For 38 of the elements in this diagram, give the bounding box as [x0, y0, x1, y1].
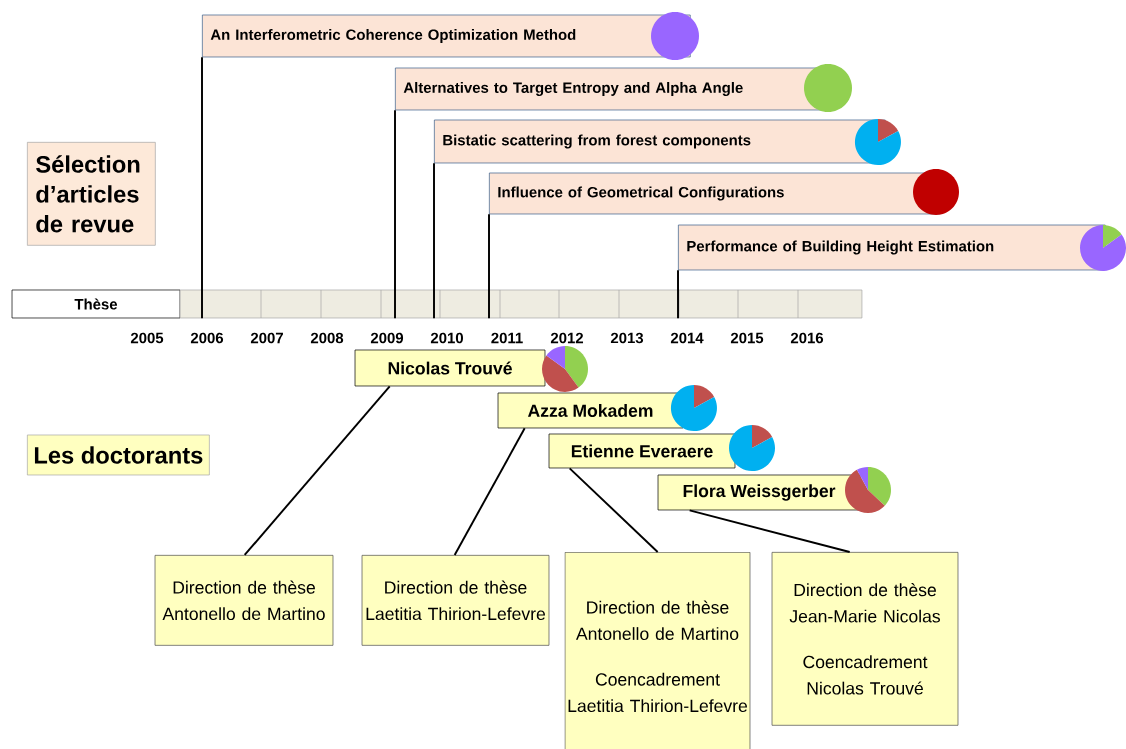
connector-line [688, 509, 851, 553]
connector-line [488, 213, 490, 320]
year-label: 2014 [670, 332, 704, 344]
supervision-box: Direction de thèse Jean-Marie Nicolas Coencadrement Nicolas Trouvé [771, 552, 959, 726]
connector-line [677, 269, 679, 320]
name-box: Flora Weissgerber [657, 474, 861, 511]
name-box: Azza Mokadem [497, 392, 684, 429]
year-label: 2012 [550, 332, 583, 344]
year-label: 2013 [610, 332, 644, 344]
article-box: An Interferometric Coherence Optimization Method [202, 14, 691, 58]
year-label: 2006 [190, 332, 224, 344]
year-label: 2009 [370, 332, 404, 344]
supervision-box: Direction de thèse Laetitia Thirion-Lefevre [361, 555, 550, 646]
timeline-bar [179, 289, 863, 319]
supervision-box: Direction de thèse Antonello de Martino [154, 555, 334, 646]
article-box: Bistatic scattering from forest components [434, 119, 886, 164]
section-heading-box: Les doctorants [27, 434, 210, 476]
year-label: 2015 [730, 332, 764, 344]
connector-line [243, 385, 391, 556]
year-label: 2008 [310, 332, 344, 344]
year-label: 2005 [130, 332, 164, 344]
supervision-box: Direction de thèse Antonello de Martino Coencadrement Laetitia Thirion-Lefevre [564, 552, 751, 749]
connector-line [453, 427, 526, 556]
section-heading-box: Sélection d’articles de revue [27, 142, 156, 246]
connector-line [433, 162, 435, 320]
connector-line [201, 56, 203, 320]
row-label-box: Thèse [11, 289, 181, 319]
year-label: 2010 [430, 332, 463, 344]
year-label: 2011 [491, 332, 523, 344]
year-label: 2007 [250, 332, 283, 344]
connector-line [394, 109, 396, 320]
article-box: Performance of Building Height Estimation [678, 224, 1106, 271]
year-label: 2016 [790, 332, 824, 344]
name-box: Nicolas Trouvé [354, 349, 546, 387]
article-box: Alternatives to Target Entropy and Alpha Angle [395, 67, 831, 111]
article-box: Influence of Geometrical Configurations [489, 172, 941, 215]
connector-line [568, 467, 659, 553]
name-box: Etienne Everaere [548, 433, 736, 469]
